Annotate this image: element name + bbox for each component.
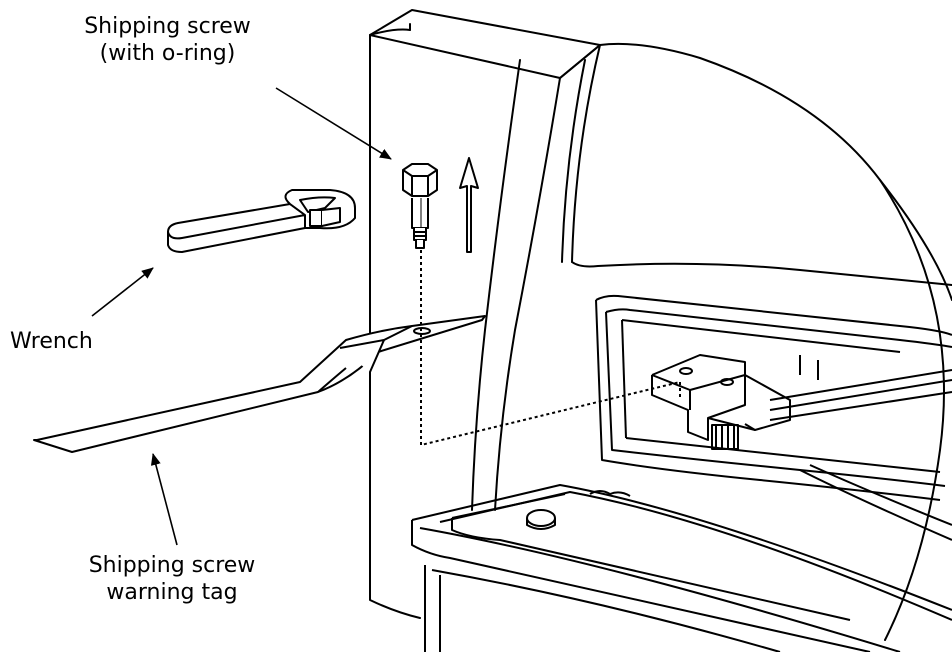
screw-hole-path: [420, 250, 681, 447]
callout-wrench-line1: Wrench: [10, 329, 93, 354]
door-frame: [595, 294, 952, 501]
instrument-housing: [369, 9, 952, 641]
warning-tag-icon: [33, 315, 486, 453]
leader-warning-tag: [150, 453, 178, 546]
callout-warning-tag: Shipping screw warning tag: [62, 552, 282, 606]
leader-wrench: [91, 267, 154, 317]
internal-carriage: [651, 354, 952, 450]
callout-shipping-screw-line1: Shipping screw: [84, 14, 251, 39]
leader-shipping-screw: [275, 87, 392, 160]
callout-shipping-screw-line2: (with o-ring): [99, 41, 236, 66]
callout-shipping-screw: Shipping screw (with o-ring): [55, 13, 280, 67]
leader-lines: [91, 87, 392, 546]
wrench-icon: [167, 189, 356, 253]
callout-warning-tag-line2: warning tag: [106, 580, 238, 605]
callout-warning-tag-line1: Shipping screw: [88, 553, 256, 578]
arrow-up-icon: [459, 157, 479, 253]
drawer-tray: [411, 464, 952, 652]
callout-wrench: Wrench: [10, 328, 120, 355]
shipping-screw-icon: [402, 163, 438, 249]
